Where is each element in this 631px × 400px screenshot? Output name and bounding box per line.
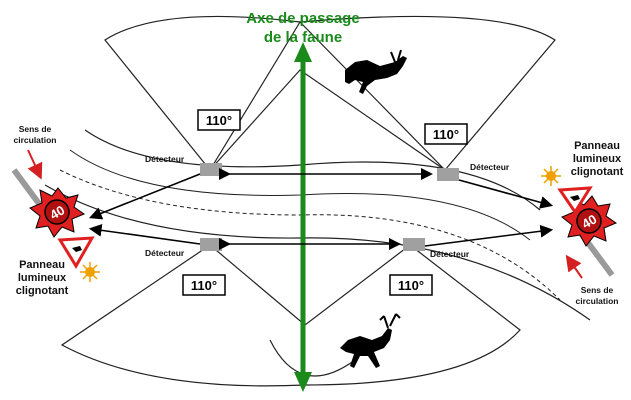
warning-sign-right: 40 [557, 186, 618, 277]
detection-cone-top-right [298, 15, 556, 171]
flash-icon-right [541, 166, 561, 186]
wildlife-axis [294, 42, 312, 392]
angle-label-top-left: 110° [197, 109, 241, 131]
deer-icon-bottom [340, 313, 401, 368]
detector-label-bottom-right: Détecteur [430, 249, 470, 259]
detection-cone-bottom-right [304, 244, 521, 386]
speed-limit-left: 40 [47, 202, 67, 222]
road-edge-upper-outer [69, 149, 531, 241]
detector-label-top-left: Détecteur [145, 154, 185, 164]
detection-zones [60, 15, 556, 387]
traffic-direction-arrow-left [27, 149, 43, 180]
detection-cone-bottom [209, 244, 411, 326]
traffic-direction-arrow-right [565, 254, 583, 279]
sign-label-right-line1: Panneau [574, 140, 620, 152]
sign-label-left-line1: Panneau [19, 259, 65, 271]
sign-label-left-line3: clignotant [16, 285, 69, 297]
road-centerline [59, 169, 561, 301]
svg-text:110°: 110° [433, 127, 459, 142]
direction-label-right-line2: circulation [576, 296, 619, 306]
road-edge-lower [44, 184, 591, 321]
flash-icon-left [80, 262, 100, 282]
svg-text:110°: 110° [191, 278, 217, 293]
crossing-arc-bottom [269, 339, 356, 377]
road [44, 129, 591, 321]
detector-label-top-right: Détecteur [470, 162, 510, 172]
sign-label-right-line3: clignotant [571, 166, 624, 178]
detector-bottom-right [403, 238, 425, 251]
road-edge-upper [84, 129, 541, 211]
angle-label-bottom-left: 110° [182, 274, 226, 296]
sign-label-right-line2: lumineux [573, 153, 622, 165]
direction-label-right-line1: Sens de [581, 285, 614, 295]
detector-label-bottom-left: Détecteur [145, 248, 185, 258]
sign-label-left-line2: lumineux [18, 272, 67, 284]
axis-title-line1: Axe de passage [246, 10, 359, 27]
svg-text:110°: 110° [398, 278, 424, 293]
detection-cone-bottom-left [60, 244, 306, 387]
detector-bottom-left [200, 238, 222, 251]
signal-arrows [88, 173, 554, 247]
angle-label-top-right: 110° [424, 123, 468, 145]
detector-top-left [200, 163, 222, 176]
detector-top-right [437, 168, 459, 181]
direction-label-left-line2: circulation [14, 135, 57, 145]
svg-text:110°: 110° [206, 113, 232, 128]
angle-label-bottom-right: 110° [389, 274, 433, 296]
detection-cone-top-left [104, 15, 301, 172]
warning-sign-left: 40 [11, 168, 95, 269]
axis-title-line2: de la faune [264, 29, 342, 46]
deer-icon-top [345, 49, 407, 94]
detection-cone-top [209, 69, 446, 171]
detection-beams [219, 168, 433, 250]
speed-limit-right: 40 [579, 211, 599, 231]
direction-label-left-line1: Sens de [19, 124, 52, 134]
